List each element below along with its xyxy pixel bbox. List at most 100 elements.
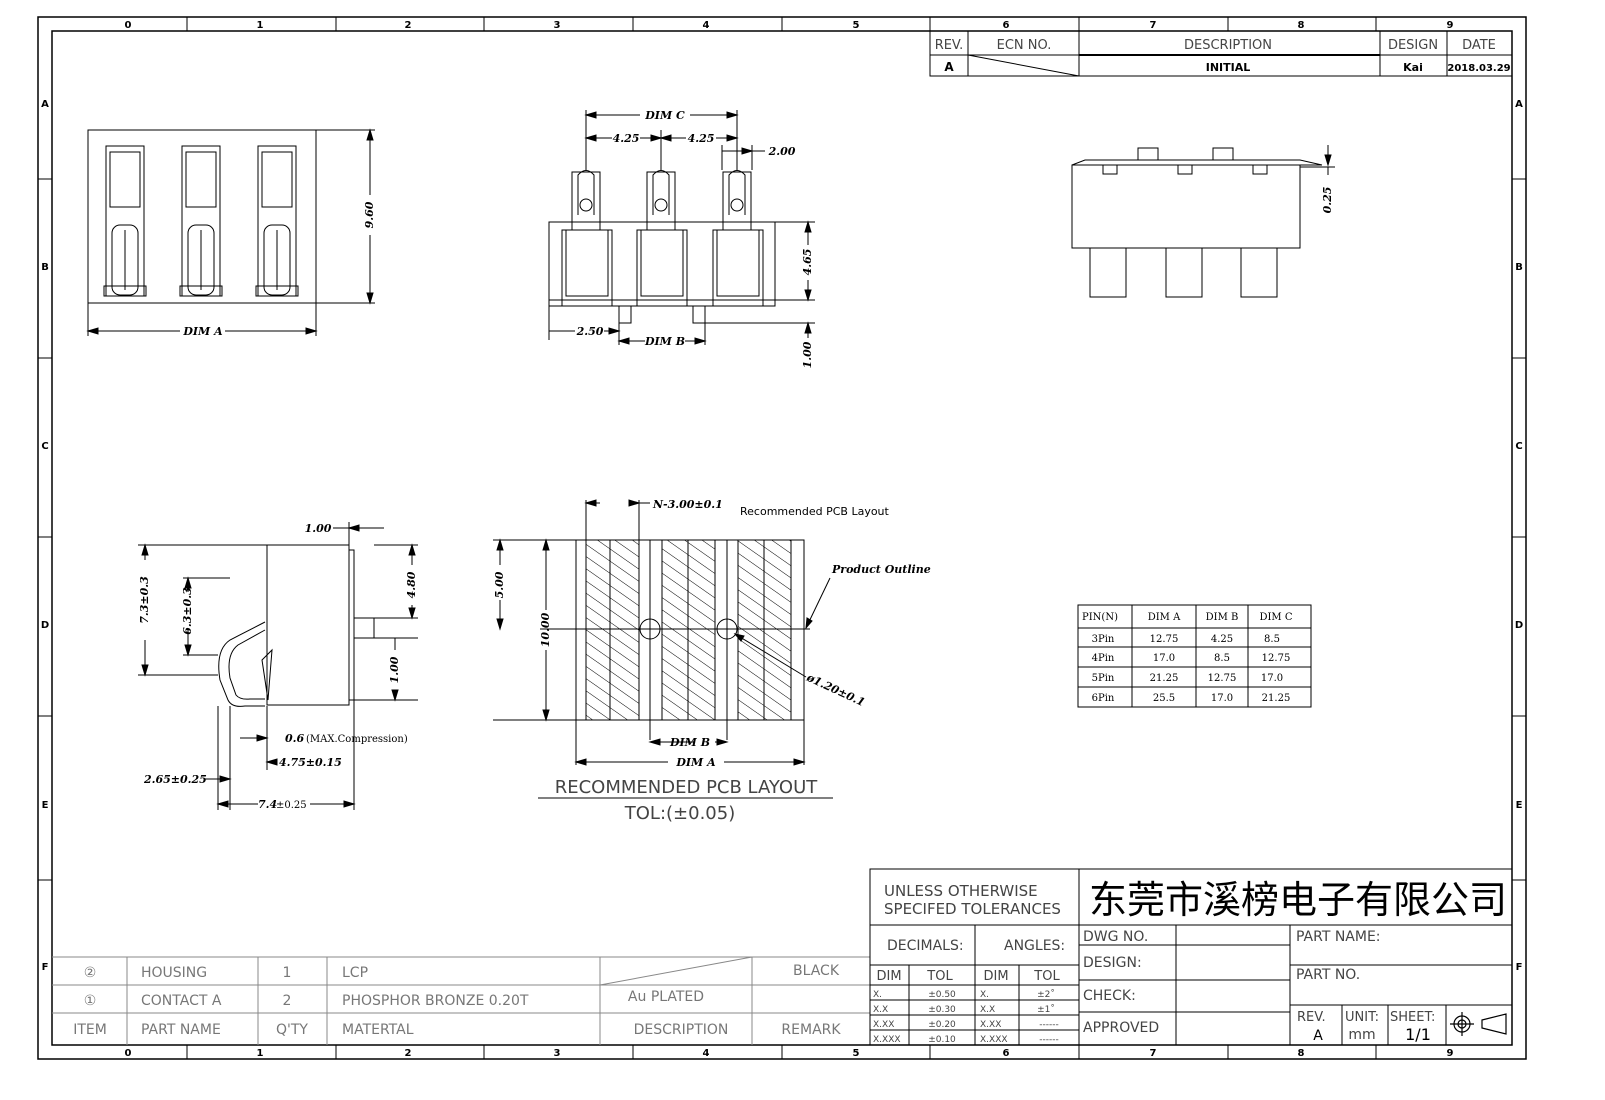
col-label: 6 [1003, 20, 1010, 31]
pin-table-cell: 3Pin [1092, 634, 1115, 645]
ecn-header: ECN NO. [997, 38, 1052, 53]
row-label: E [1516, 800, 1523, 811]
row-label: D [41, 620, 49, 631]
bom-item: ① [84, 993, 97, 1009]
unit-label: UNIT: [1345, 1010, 1379, 1025]
row-label: F [42, 962, 49, 973]
pcb-layout [493, 500, 833, 798]
pin-table-cell: 21.25 [1150, 673, 1179, 684]
sheet-value: 1/1 [1405, 1025, 1431, 1044]
col-label: 5 [853, 20, 860, 31]
pin-table-cell: 4Pin [1092, 653, 1115, 664]
front-width: 2.00 [768, 145, 796, 158]
top-view-contact [104, 146, 146, 296]
pin-table-cell: 8.5 [1214, 653, 1230, 664]
row-label: D [1515, 620, 1523, 631]
bom-item: ② [84, 965, 97, 981]
decimals-label: DECIMALS: [887, 938, 964, 954]
bom-header-material: MATERTAL [342, 1022, 414, 1038]
bom-description: Au PLATED [628, 989, 704, 1005]
pin-table-header: DIM A [1148, 612, 1181, 623]
top-view-contact [180, 146, 222, 296]
ang-tol: ±1˚ [1037, 1004, 1055, 1015]
pcb-dim-a: DIM A [675, 756, 716, 769]
pcb-pad [586, 540, 639, 720]
side-w3: 7.4 [258, 798, 277, 811]
front-contact [637, 171, 687, 307]
tolerance-note-2: SPECIFED TOLERANCES [884, 900, 1061, 918]
front-contact [562, 171, 612, 307]
bom-header-item: ITEM [73, 1022, 107, 1038]
col-label: 5 [853, 1048, 860, 1059]
column-labels-top: 0 1 2 3 4 5 6 7 8 9 [125, 20, 1454, 31]
front-dim-b: DIM B [644, 335, 685, 348]
col-label: 0 [125, 20, 132, 31]
ang-tol: ------ [1039, 1020, 1059, 1030]
pin-table-header: DIM C [1259, 612, 1292, 623]
col-label: 6 [1003, 1048, 1010, 1059]
bom-material: PHOSPHOR BRONZE 0.20T [342, 993, 529, 1009]
bom-name: HOUSING [141, 965, 207, 981]
front-pitch-2: 4.25 [688, 132, 715, 145]
front-pitch-1: 4.25 [613, 132, 640, 145]
rev-header: REV. [935, 38, 964, 53]
col-label: 4 [703, 20, 710, 31]
side-w3-tol: ±0.25 [276, 800, 307, 811]
dec-tol: ±0.50 [928, 990, 956, 1000]
row-label: F [1516, 962, 1523, 973]
design-label: DESIGN: [1083, 955, 1142, 971]
row-label: B [1515, 262, 1523, 273]
col-label: 7 [1150, 1048, 1157, 1059]
pcb-note: Recommended PCB Layout [740, 505, 890, 518]
pin-table-cell: 25.5 [1153, 693, 1175, 704]
row-label: E [42, 800, 49, 811]
part-no-label: PART NO. [1296, 967, 1360, 983]
column-labels-bottom: 0 1 2 3 4 5 6 7 8 9 [125, 1048, 1454, 1059]
description-value: INITIAL [1206, 61, 1251, 74]
design-header: DESIGN [1388, 38, 1438, 53]
side-top-width: 1.00 [305, 522, 332, 535]
pin-table: PIN(N) DIM A DIM B DIM C 3Pin 12.75 4.25… [1078, 605, 1311, 707]
pin-table-cell: 8.5 [1264, 634, 1280, 645]
col-label: 0 [125, 1048, 132, 1059]
pcb-tolerance: TOL:(±0.05) [624, 803, 735, 824]
top-view [88, 130, 375, 336]
drawing-frame [38, 17, 1526, 1059]
ang-dim: X. [980, 990, 989, 1000]
unit-value: mm [1348, 1027, 1375, 1043]
third-angle-projection-icon [1450, 1012, 1506, 1036]
col-label: 7 [1150, 20, 1157, 31]
pin-table-cell: 12.75 [1208, 673, 1237, 684]
ang-tol-header: TOL [1033, 969, 1060, 984]
check-label: CHECK: [1083, 988, 1136, 1004]
date-header: DATE [1462, 38, 1496, 53]
design-value: Kai [1403, 61, 1423, 74]
bom-remark: BLACK [793, 963, 840, 979]
pin-table-header: PIN(N) [1082, 612, 1118, 623]
side-compression: 0.6 [285, 732, 304, 745]
bom-material: LCP [342, 965, 368, 981]
pin-table-cell: 4.25 [1211, 634, 1233, 645]
dec-dim: X.XXX [873, 1035, 901, 1045]
row-label: A [1515, 99, 1523, 110]
col-label: 8 [1298, 1048, 1305, 1059]
pin-table-cell: 17.0 [1211, 693, 1233, 704]
col-label: 3 [554, 20, 561, 31]
pcb-dim-b: DIM B [669, 736, 710, 749]
ang-tol: ------ [1039, 1035, 1059, 1045]
col-label: 9 [1447, 1048, 1454, 1059]
front-post: 1.00 [801, 341, 814, 368]
bom-qty: 2 [283, 993, 292, 1009]
pcb-hole: ø1.20±0.1 [804, 671, 867, 710]
top-view-contact [256, 146, 298, 296]
col-label: 8 [1298, 20, 1305, 31]
side-w1: 4.75±0.15 [279, 756, 342, 769]
revision-block: REV. ECN NO. DESCRIPTION DESIGN DATE A I… [930, 31, 1512, 76]
ang-dim-header: DIM [983, 969, 1008, 984]
bom-name: CONTACT A [141, 993, 222, 1009]
pcb-outline-label: Product Outline [831, 563, 931, 576]
front-contact [713, 171, 763, 307]
col-label: 4 [703, 1048, 710, 1059]
dec-tol: ±0.20 [928, 1020, 956, 1030]
front-height: 4.65 [801, 249, 814, 276]
